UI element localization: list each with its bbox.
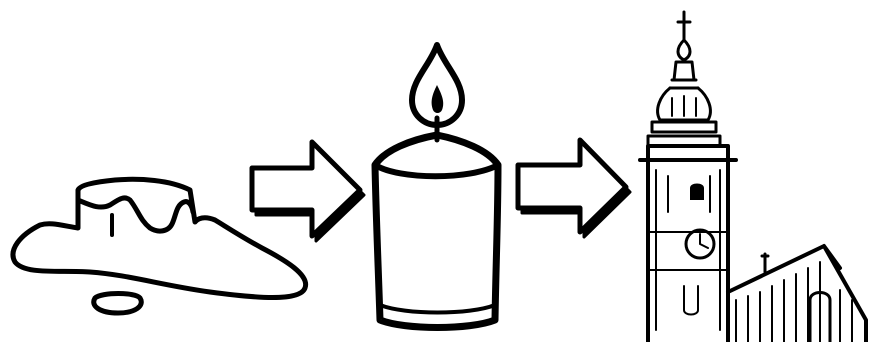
church-icon — [640, 12, 866, 342]
candle-icon — [375, 45, 498, 328]
arrow-right-icon — [252, 142, 364, 241]
arrow-right-icon — [518, 140, 630, 237]
